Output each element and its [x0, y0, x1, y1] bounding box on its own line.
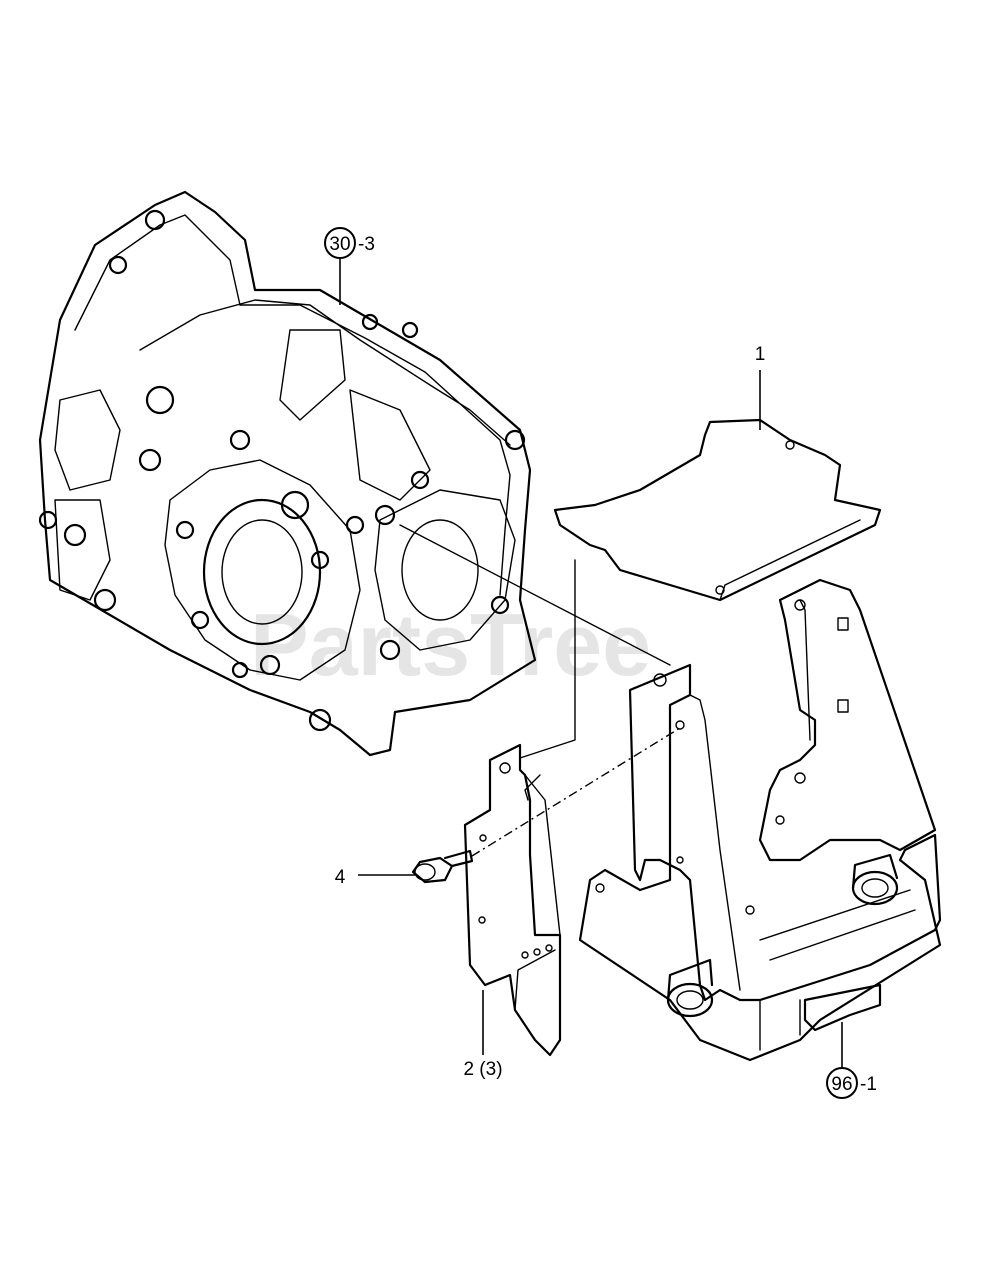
callout-4-label: 4 — [335, 867, 346, 888]
callout-96-suffix: -1 — [860, 1074, 877, 1095]
callout-4[interactable]: 4 — [335, 867, 415, 888]
callout-2[interactable]: 2 (3) — [463, 990, 503, 1080]
callout-30-3[interactable]: 30 -3 — [324, 227, 375, 305]
side-plate[interactable] — [463, 743, 562, 1057]
callout-96-label: 96 — [831, 1074, 852, 1095]
callout-96-1[interactable]: 96 -1 — [826, 1022, 877, 1099]
bolt[interactable] — [411, 849, 474, 884]
mounting-frame[interactable] — [578, 578, 942, 1062]
callout-1-label: 1 — [755, 344, 766, 365]
callout-1[interactable]: 1 — [755, 344, 766, 430]
transmission-case[interactable] — [38, 190, 537, 757]
callout-30-suffix: -3 — [358, 234, 375, 255]
reference-lines — [399, 524, 681, 857]
callout-30-label: 30 — [329, 234, 350, 255]
callout-2-label: 2 (3) — [463, 1059, 502, 1080]
bracket-plate[interactable] — [553, 418, 882, 602]
